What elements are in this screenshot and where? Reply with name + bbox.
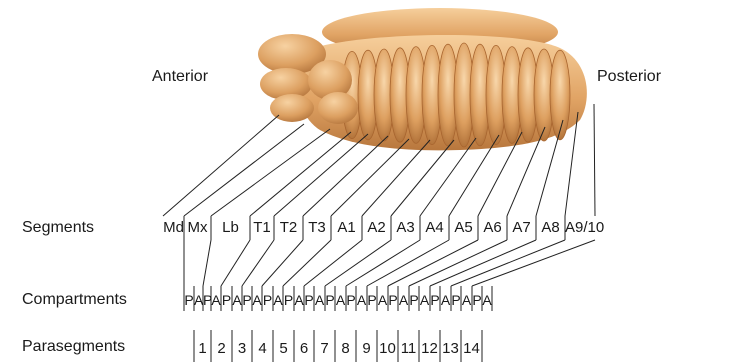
parasegment-number: 8: [335, 340, 356, 358]
compartment-anterior: A: [377, 292, 388, 308]
parasegment-number: 10: [377, 340, 398, 358]
compartment-anterior: A: [273, 292, 283, 308]
embryo-mouthpart-lower: [270, 94, 314, 122]
segment-leader-line: [250, 132, 351, 216]
compartment-posterior: P: [451, 292, 461, 308]
compartment-posterior: P: [367, 292, 377, 308]
segment-leader-line: [594, 104, 595, 216]
parasegment-number: 7: [314, 340, 335, 358]
segment-to-compartment-connector: [409, 240, 507, 286]
segment-label: A4: [420, 219, 449, 237]
compartment-anterior: A: [252, 292, 262, 308]
segment-to-compartment-connector: [262, 240, 303, 286]
segment-leader-line: [163, 115, 279, 216]
parasegment-number: 2: [211, 340, 232, 358]
compartment-posterior: P: [221, 292, 232, 308]
segment-to-compartment-connector: [221, 240, 250, 286]
segment-to-compartment-connector: [203, 240, 211, 286]
segment-to-compartment-connector: [451, 240, 565, 286]
compartment-posterior: P: [304, 292, 314, 308]
compartment-posterior: P: [430, 292, 440, 308]
segment-label: A7: [507, 219, 536, 237]
segments-row-label: Segments: [22, 219, 94, 237]
anterior-label: Anterior: [152, 68, 208, 86]
segment-label: A3: [391, 219, 420, 237]
segment-to-compartment-connector: [388, 240, 478, 286]
segment-leader-line: [331, 139, 409, 216]
compartment-anterior: A: [461, 292, 472, 308]
compartment-posterior: P: [325, 292, 335, 308]
compartment-anterior: A: [232, 292, 242, 308]
segment-leader-line: [303, 136, 388, 216]
compartment-posterior: P: [409, 292, 419, 308]
compartment-anterior: A: [335, 292, 346, 308]
parasegment-number: 4: [252, 340, 273, 358]
parasegment-number: 11: [398, 340, 419, 358]
compartment-posterior: P: [472, 292, 482, 308]
segment-label: Md: [163, 219, 184, 237]
segment-leader-line: [391, 140, 454, 216]
posterior-label: Posterior: [597, 68, 661, 86]
parasegment-number: 13: [440, 340, 461, 358]
segment-leader-line: [184, 124, 304, 216]
compartment-anterior: A: [314, 292, 325, 308]
parasegment-number: 1: [194, 340, 211, 358]
segment-label: Lb: [211, 219, 250, 237]
segment-to-compartment-connector: [242, 240, 274, 286]
compartment-posterior: P: [203, 292, 211, 308]
parasegment-number: 5: [273, 340, 294, 358]
compartments-row-label: Compartments: [22, 291, 127, 309]
parasegment-number: 6: [294, 340, 314, 358]
segment-label: A6: [478, 219, 507, 237]
segment-label: T3: [303, 219, 331, 237]
segment-leader-line: [274, 134, 368, 216]
compartment-posterior: P: [283, 292, 294, 308]
segment-label: A9/10: [565, 219, 595, 237]
segment-label: A8: [536, 219, 565, 237]
segment-label: A1: [331, 219, 362, 237]
compartment-anterior: A: [398, 292, 409, 308]
parasegments-row-label: Parasegments: [22, 338, 125, 356]
parasegment-number: 3: [232, 340, 252, 358]
segment-label: T1: [250, 219, 274, 237]
compartment-anterior: A: [356, 292, 367, 308]
compartment-posterior: P: [388, 292, 398, 308]
segment-label: Mx: [184, 219, 211, 237]
compartment-posterior: P: [262, 292, 273, 308]
compartment-anterior: A: [294, 292, 304, 308]
compartment-anterior: A: [482, 292, 492, 308]
compartment-anterior: A: [211, 292, 221, 308]
compartment-anterior: A: [194, 292, 203, 308]
segment-label: A2: [362, 219, 391, 237]
embryo-segment-band: [550, 50, 570, 140]
parasegment-number: 9: [356, 340, 377, 358]
compartment-posterior: P: [346, 292, 356, 308]
compartment-posterior: P: [242, 292, 252, 308]
segment-to-compartment-connector: [304, 240, 362, 286]
segment-label: A5: [449, 219, 478, 237]
compartment-anterior: A: [440, 292, 451, 308]
parasegment-number: 12: [419, 340, 440, 358]
segment-to-compartment-connector: [430, 240, 536, 286]
segment-to-compartment-connector: [283, 240, 331, 286]
embryo-gnathal-lobe-2: [318, 92, 358, 124]
embryo-illustration: [258, 8, 587, 150]
segment-label: T2: [274, 219, 303, 237]
segment-leader-line: [211, 129, 330, 216]
parasegment-number: 14: [461, 340, 482, 358]
compartment-anterior: A: [419, 292, 430, 308]
compartment-posterior: P: [184, 292, 194, 308]
segment-to-compartment-connector: [472, 240, 595, 286]
